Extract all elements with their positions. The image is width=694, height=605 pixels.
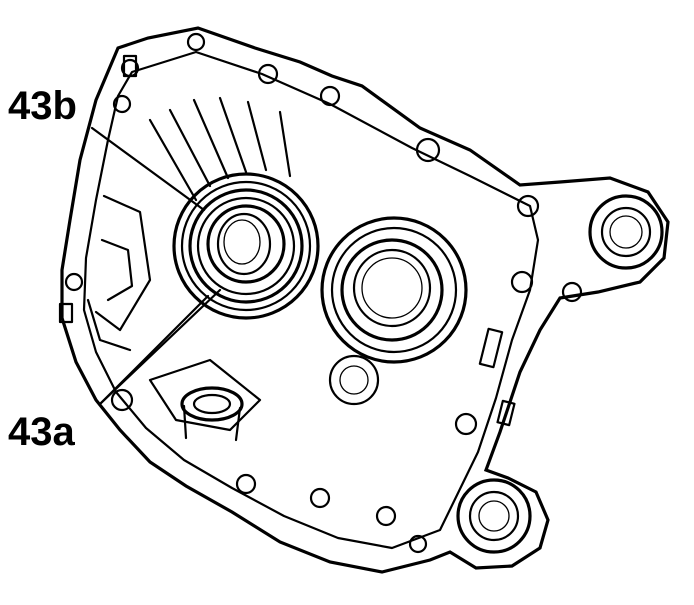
gasket-face (82, 50, 540, 550)
leader-43a-2 (98, 294, 210, 406)
seal-43 (172, 172, 320, 320)
callout-43a: 43a (8, 410, 75, 454)
bolt-holes (64, 32, 583, 554)
internal-ribs (86, 96, 292, 432)
mounting-lug-bottom (456, 478, 532, 554)
slot-features (58, 54, 516, 427)
needle-bearing (320, 216, 468, 364)
leader-43b (90, 126, 206, 212)
callout-43b: 43b (8, 84, 77, 128)
small-bore (328, 354, 380, 406)
mounting-lug-right (588, 194, 664, 270)
lower-boss (180, 386, 244, 442)
housing-outline (60, 26, 670, 574)
